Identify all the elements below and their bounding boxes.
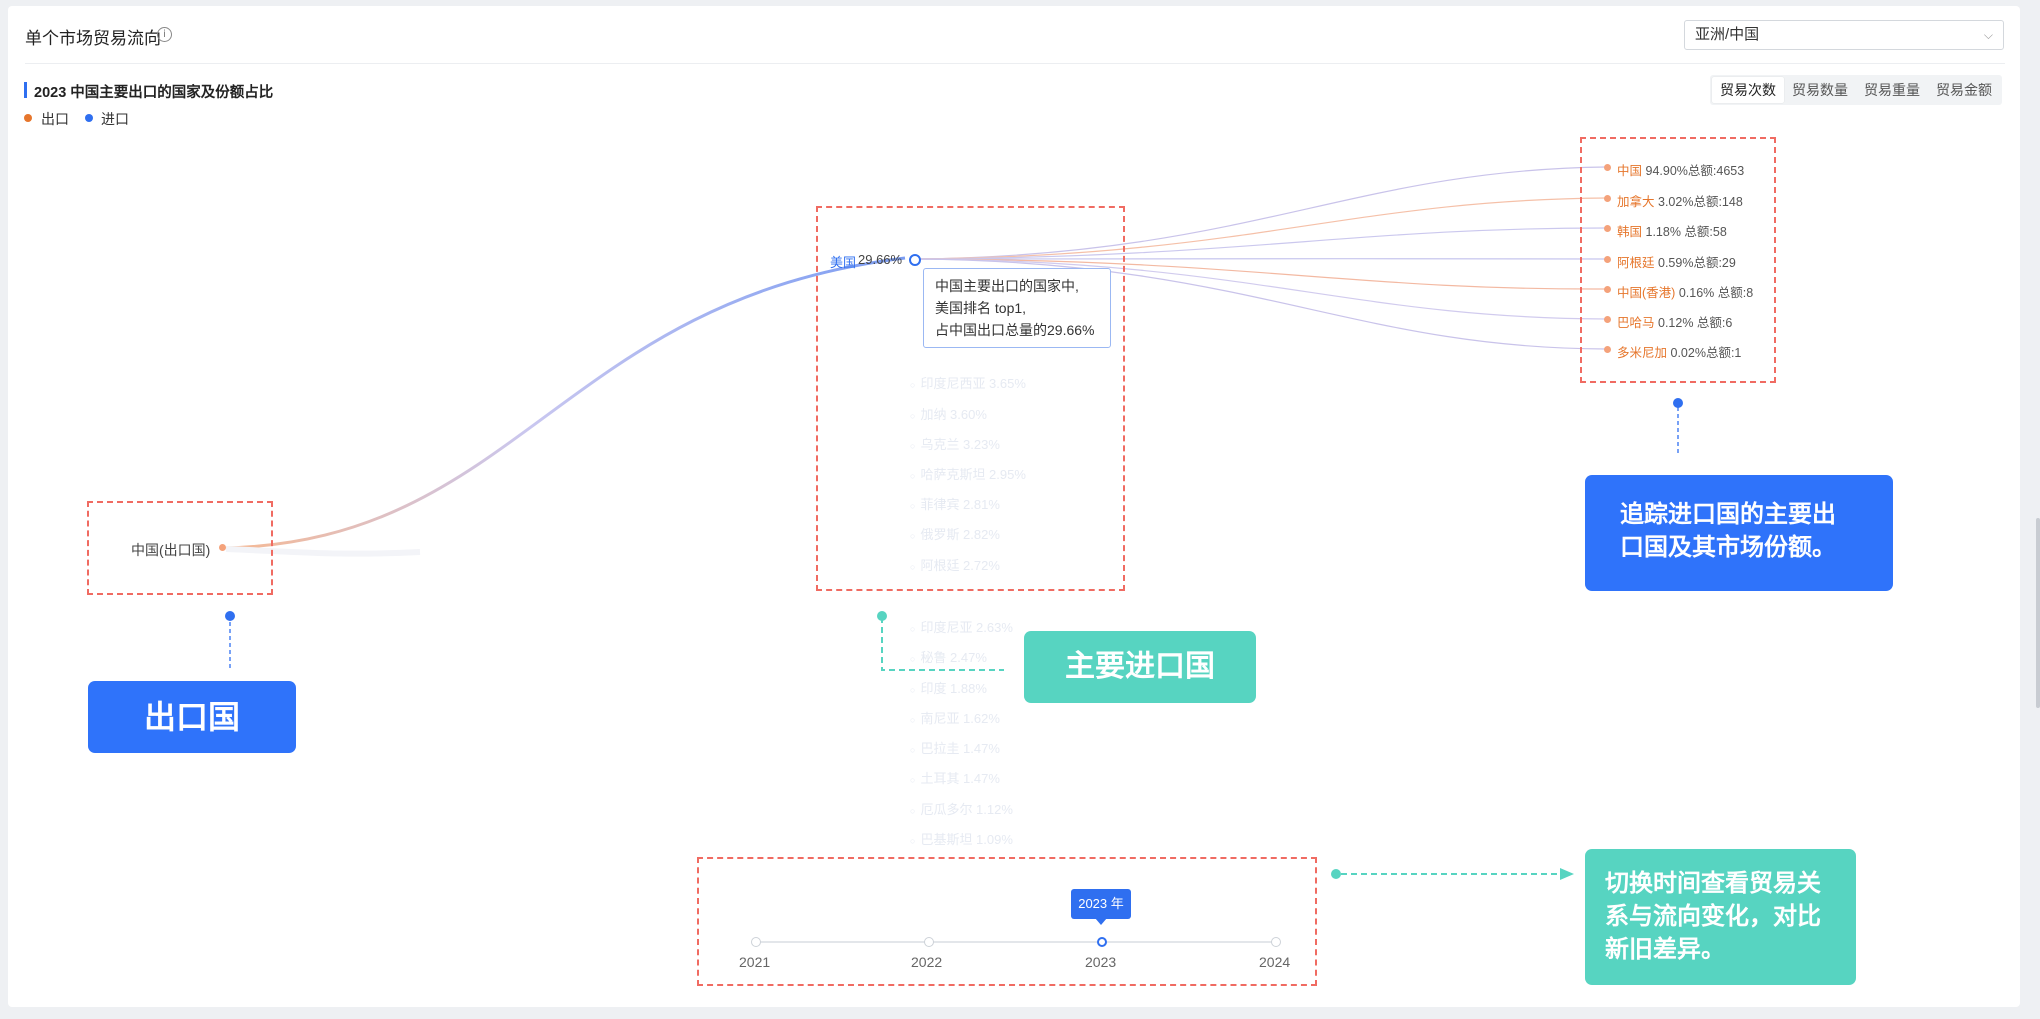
- tooltip-line: 美国排名 top1,: [935, 300, 1027, 316]
- importers-highlight-box: [816, 206, 1125, 591]
- destination-stats: 0.59%总额:29: [1658, 256, 1736, 270]
- list-item[interactable]: 秘鲁 2.47%: [910, 647, 986, 666]
- destination-row[interactable]: 韩国 1.18% 总额:58: [1617, 221, 1727, 240]
- importer-pin-dot: [877, 611, 887, 621]
- destination-stats: 1.18% 总额:58: [1645, 225, 1727, 239]
- trace-callout: 追踪进口国的主要出口国及其市场份额。: [1585, 475, 1893, 591]
- timeline-year-label[interactable]: 2022: [911, 954, 943, 970]
- list-item[interactable]: 印度尼亚 2.63%: [910, 617, 1012, 636]
- destination-name: 多米尼加: [1617, 346, 1668, 360]
- destination-stats: 0.12% 总额:6: [1658, 316, 1733, 330]
- destination-pin-dot: [1673, 398, 1683, 408]
- chevron-down-icon: ⌵: [1983, 28, 1993, 42]
- destination-name: 加拿大: [1617, 195, 1655, 209]
- tab-trade-amount[interactable]: 贸易金额: [1936, 82, 1992, 98]
- destination-row[interactable]: 中国 94.90%总额:4653: [1617, 160, 1744, 179]
- destinations-highlight-box: [1580, 137, 1776, 383]
- destination-name: 阿根廷: [1617, 256, 1655, 270]
- timeline-node-2024[interactable]: [1271, 937, 1281, 947]
- main-importer-callout: 主要进口国: [1024, 631, 1256, 703]
- list-item[interactable]: 巴基斯坦 1.09%: [910, 829, 1012, 848]
- tab-trade-count[interactable]: 贸易次数: [1712, 77, 1784, 103]
- list-item[interactable]: 俄罗斯 2.82%: [910, 524, 999, 543]
- timeline-badge-pointer: [1095, 918, 1107, 925]
- list-item[interactable]: 土耳其 1.47%: [910, 768, 999, 787]
- destination-dot: [1604, 225, 1611, 232]
- destination-row[interactable]: 阿根廷 0.59%总额:29: [1617, 252, 1736, 271]
- list-item[interactable]: 加纳 3.60%: [910, 404, 986, 423]
- chart-title: 2023 中国主要出口的国家及份额占比: [34, 85, 274, 101]
- destination-row[interactable]: 多米尼加 0.02%总额:1: [1617, 342, 1741, 361]
- list-item[interactable]: 巴拉圭 1.47%: [910, 738, 999, 757]
- origin-node[interactable]: [219, 544, 226, 551]
- tooltip-line: 占中国出口总量的29.66%: [935, 322, 1095, 338]
- destination-name: 中国: [1617, 164, 1643, 178]
- list-item[interactable]: 乌克兰 3.23%: [910, 434, 999, 453]
- destination-row[interactable]: 加拿大 3.02%总额:148: [1617, 191, 1743, 210]
- list-item[interactable]: 哈萨克斯坦 2.95%: [910, 464, 1025, 483]
- timeline-pin-dot: [1331, 869, 1341, 879]
- destination-name: 中国(香港): [1617, 286, 1676, 300]
- destination-stats: 0.16% 总额:8: [1678, 286, 1754, 300]
- region-select-value: 亚洲/中国: [1695, 26, 1760, 43]
- time-switch-callout: 切换时间查看贸易关系与流向变化，对比新旧差异。: [1585, 849, 1856, 985]
- timeline-node-2022[interactable]: [924, 937, 934, 947]
- info-circle-icon[interactable]: i: [157, 27, 172, 42]
- destination-row[interactable]: 巴哈马 0.12% 总额:6: [1617, 312, 1732, 331]
- tooltip-line: 中国主要出口的国家中,: [935, 278, 1079, 294]
- list-item[interactable]: 南尼亚 1.62%: [910, 708, 999, 727]
- legend-export-dot: [24, 114, 32, 122]
- header-divider: [25, 63, 2005, 64]
- destination-dot: [1604, 286, 1611, 293]
- page-scrollbar[interactable]: [2036, 518, 2040, 708]
- destination-dot: [1604, 346, 1611, 353]
- timeline-year-label[interactable]: 2024: [1259, 954, 1291, 970]
- region-select[interactable]: 亚洲/中国 ⌵: [1684, 20, 2004, 50]
- destination-stats: 0.02%总额:1: [1670, 346, 1742, 360]
- exporter-pin-dot: [225, 611, 235, 621]
- list-item[interactable]: 阿根廷 2.72%: [910, 555, 999, 574]
- selected-country-pct: 29.66%: [858, 252, 903, 267]
- destination-name: 韩国: [1617, 225, 1643, 239]
- legend-import-dot: [85, 114, 93, 122]
- timeline-year-label[interactable]: 2021: [739, 954, 771, 970]
- destination-row[interactable]: 中国(香港) 0.16% 总额:8: [1617, 282, 1753, 301]
- timeline-year-label[interactable]: 2023: [1085, 954, 1117, 970]
- destination-stats: 3.02%总额:148: [1658, 195, 1743, 209]
- country-tooltip: 中国主要出口的国家中, 美国排名 top1, 占中国出口总量的29.66%: [923, 268, 1111, 348]
- timeline-selected-badge: 2023 年: [1071, 889, 1131, 919]
- page-title: 单个市场贸易流向: [25, 29, 161, 48]
- metric-tabs: 贸易次数 贸易数量 贸易重量 贸易金额: [1710, 75, 2002, 105]
- destination-dot: [1604, 164, 1611, 171]
- destination-name: 巴哈马: [1617, 316, 1655, 330]
- legend-import-label[interactable]: 进口: [101, 111, 129, 127]
- list-item[interactable]: 印度尼西亚 3.65%: [910, 373, 1025, 392]
- subtitle-accent-bar: [24, 82, 27, 98]
- selected-country-name[interactable]: 美国: [830, 255, 857, 270]
- destination-dot: [1604, 195, 1611, 202]
- destination-dot: [1604, 316, 1611, 323]
- list-item[interactable]: 厄瓜多尔 1.12%: [910, 799, 1012, 818]
- tab-trade-weight[interactable]: 贸易重量: [1864, 82, 1920, 98]
- timeline-highlight-box: [697, 857, 1317, 986]
- tab-trade-quantity[interactable]: 贸易数量: [1792, 82, 1848, 98]
- exporter-callout: 出口国: [88, 681, 296, 753]
- destination-stats: 94.90%总额:4653: [1645, 164, 1745, 178]
- selected-country-node[interactable]: [909, 254, 921, 266]
- list-item[interactable]: 印度 1.88%: [910, 678, 986, 697]
- list-item[interactable]: 菲律宾 2.81%: [910, 494, 999, 513]
- legend-export-label[interactable]: 出口: [41, 111, 69, 127]
- timeline-track: [754, 941, 1276, 943]
- origin-country-label[interactable]: 中国(出口国): [131, 542, 211, 558]
- destination-dot: [1604, 256, 1611, 263]
- timeline-node-2023[interactable]: [1097, 937, 1107, 947]
- exporter-highlight-box: [87, 501, 273, 595]
- timeline-node-2021[interactable]: [751, 937, 761, 947]
